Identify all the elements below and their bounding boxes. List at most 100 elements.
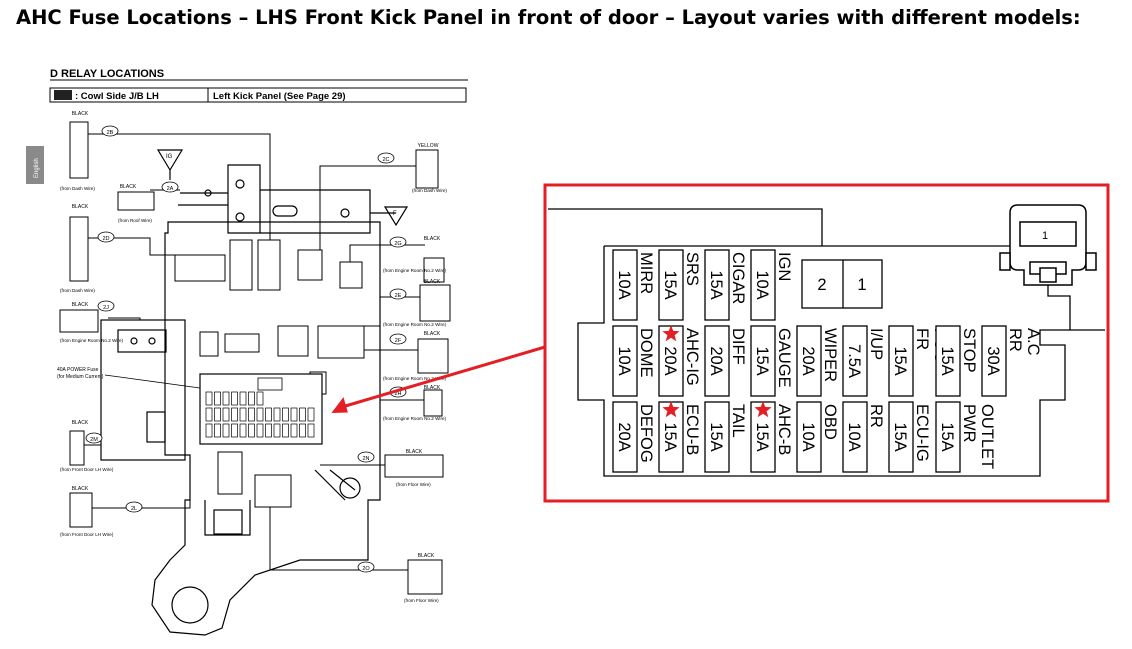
- connector-color: YELLOW: [418, 143, 439, 149]
- thumbnail-fuse: [231, 407, 238, 422]
- fuse-amp: 15A: [891, 346, 909, 375]
- fuse-name: FR: [913, 328, 931, 350]
- fuse-amp: 15A: [707, 422, 725, 451]
- fuse-name: AHC-B: [775, 404, 793, 455]
- fuse-body: [888, 401, 914, 473]
- connector-source: (from Engine Room No.2 Wire): [383, 268, 447, 273]
- connector-code: 2G: [394, 241, 401, 247]
- fuse-name: GAUGE: [775, 328, 793, 388]
- fuse-amp: 15A: [661, 422, 679, 451]
- thumbnail-fuse: [205, 391, 213, 406]
- fuse-name: RR: [867, 404, 885, 428]
- connector-code-bubble: [357, 451, 375, 463]
- fuse-amp: 7.5A: [845, 344, 863, 378]
- connector-code: 2M: [90, 437, 98, 443]
- fuse-name: ECU-B: [683, 404, 701, 455]
- thumbnail-fuse: [222, 423, 230, 438]
- connector-code-bubble: [161, 181, 179, 193]
- star-marker-icon: [754, 401, 772, 418]
- thumbnail-fuse: [282, 423, 289, 438]
- connector-code-bubble: [389, 236, 407, 248]
- fuse-amp: 15A: [753, 422, 771, 451]
- star-marker-icon: [662, 401, 680, 418]
- connector-code-bubble: [97, 231, 115, 243]
- connector-color: BLACK: [424, 331, 441, 337]
- fuse-body: [935, 401, 961, 473]
- fuse-amp: 30A: [984, 346, 1002, 375]
- fuse-pwr-outlet: 15APWROUTLETPWR OUTLET: [935, 401, 996, 473]
- connector-code: 2J: [103, 305, 109, 311]
- fuse-amp: 15A: [707, 270, 725, 299]
- thumbnail-fuse: [214, 391, 221, 406]
- fuse-name: TAIL: [729, 404, 747, 438]
- relay-locations-page: D RELAY LOCATIONS : Cowl Side J/B LH Lef…: [26, 68, 468, 636]
- thumbnail-fuse: [290, 423, 298, 438]
- power-fuse-note-2: (for Medium Current): [57, 374, 104, 380]
- thumbnail-fuse: [214, 423, 221, 438]
- connector-color: BLACK: [418, 553, 435, 559]
- thumbnail-fuse: [231, 391, 238, 406]
- language-tab-label: English: [34, 158, 40, 178]
- connector-code-bubble: [377, 152, 395, 164]
- fuse-amp: 15A: [753, 346, 771, 375]
- connector-color: BLACK: [72, 204, 89, 210]
- connector-code-bubble: [389, 288, 407, 300]
- connector-code: 2E: [395, 293, 402, 299]
- fuse-name: STOP: [960, 328, 978, 373]
- language-tab: [26, 146, 44, 184]
- thumbnail-fuse: [265, 423, 272, 438]
- relay-bracket: [178, 164, 371, 234]
- fuse-amp: 20A: [707, 346, 725, 375]
- connector-code: 2A: [167, 186, 174, 192]
- fuse-name: A.C: [1024, 328, 1042, 356]
- thumbnail-fuse: [222, 407, 230, 422]
- thumbnail-fuse: [248, 423, 255, 438]
- connector-source: (from Dash Wire): [60, 288, 95, 293]
- fuse-name: DOME: [637, 328, 655, 378]
- connector-source: (from Floor Wire): [404, 598, 439, 603]
- fuse-body: [750, 249, 776, 321]
- fuse-name: OBD: [821, 404, 839, 440]
- connector-code: 2B: [107, 130, 114, 136]
- thumbnail-fuse: [256, 423, 264, 438]
- fuse-name: WIPER: [821, 328, 839, 382]
- thumbnail-fuse: [307, 423, 315, 438]
- thumbnail-fuse: [248, 407, 255, 422]
- connector-code-bubble: [85, 432, 103, 444]
- connector-source: (from Dash Wire): [412, 188, 447, 193]
- fuse-name: IGN: [775, 252, 793, 281]
- fuse-name: DEFOG: [637, 404, 655, 463]
- fuse-body: [981, 325, 1007, 397]
- connector-color: BLACK: [120, 184, 137, 190]
- connector-color: BLACK: [72, 486, 89, 492]
- thumbnail-fuse: [299, 423, 306, 438]
- connector-source: (from Roof Wire): [118, 218, 152, 223]
- fuse-body: [935, 325, 961, 397]
- fuse-body: [750, 325, 776, 397]
- kick-panel-outline: [100, 221, 381, 636]
- fuse-amp: 10A: [615, 270, 633, 299]
- fuse-name: DIFF: [729, 328, 747, 365]
- star-marker-icon: [662, 325, 680, 342]
- connector-code-bubble: [97, 300, 115, 312]
- thumbnail-fuse: [205, 423, 213, 438]
- fuse-body: [704, 325, 730, 397]
- connector-source: (from Floor Wire): [396, 482, 431, 487]
- ground-label-ig: IG: [166, 154, 173, 160]
